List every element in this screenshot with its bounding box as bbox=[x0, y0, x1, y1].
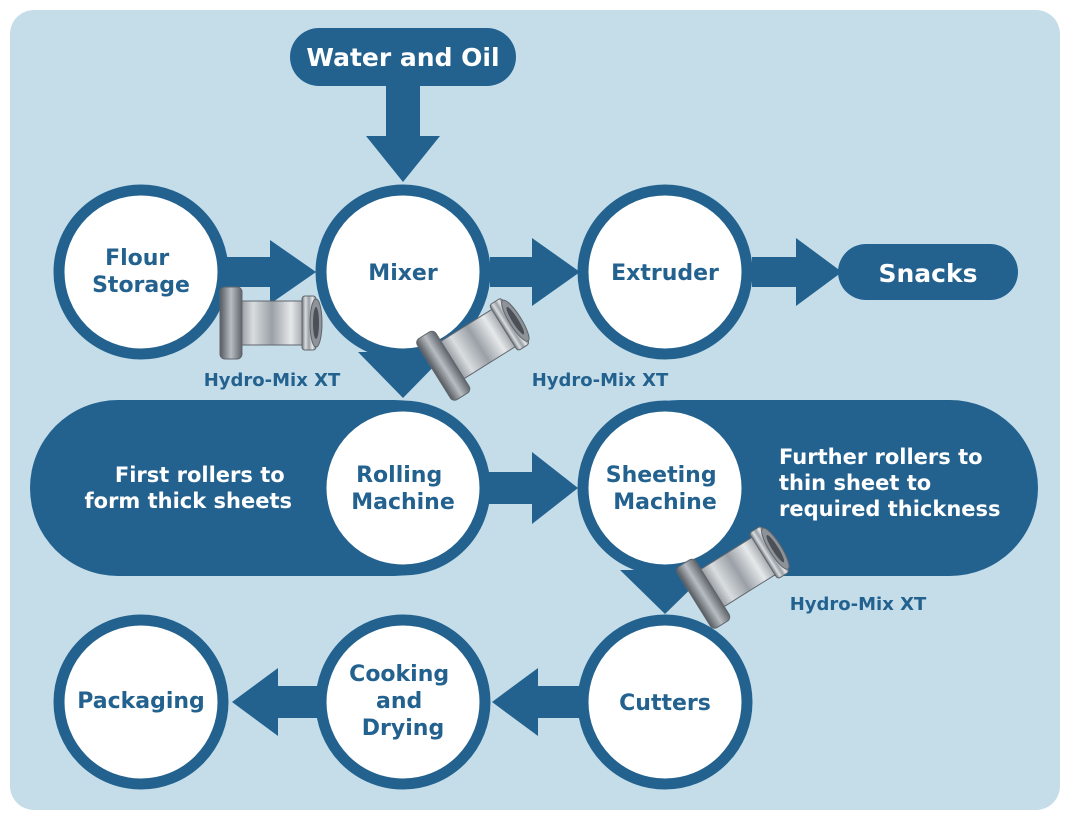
arrow-cooking-to-packaging bbox=[232, 668, 318, 736]
snacks-label: Snacks bbox=[879, 259, 978, 288]
extruder-label: Extruder bbox=[611, 261, 719, 286]
background-panel bbox=[10, 10, 1060, 810]
water-and-oil-label: Water and Oil bbox=[306, 43, 499, 72]
rolling-note: First rollers to form thick sheets bbox=[85, 463, 293, 513]
cutters-node bbox=[577, 614, 753, 790]
flour-storage-node bbox=[53, 184, 229, 360]
arrow-cutters-to-cooking bbox=[492, 668, 582, 736]
arrow-rolling-to-sheeting bbox=[484, 452, 578, 524]
arrow-mixer-to-rolling bbox=[358, 352, 448, 398]
flour-storage-label: Flour Storage bbox=[92, 246, 190, 298]
sheeting-machine-node bbox=[577, 400, 753, 576]
cooking-and-drying-node bbox=[315, 614, 491, 790]
arrow-water-to-mixer bbox=[366, 84, 440, 182]
arrow-flour-to-mixer bbox=[225, 240, 316, 304]
fitting-1-label: Hydro-Mix XT bbox=[204, 370, 341, 391]
rolling-machine-label: Rolling Machine bbox=[351, 463, 455, 515]
rolling-machine-node bbox=[315, 400, 491, 576]
mixer-node bbox=[315, 184, 491, 360]
snacks-pill bbox=[838, 244, 1018, 300]
sheeting-machine-label: Sheeting Machine bbox=[606, 463, 725, 515]
extruder-node bbox=[577, 184, 753, 360]
mixer-label: Mixer bbox=[368, 261, 438, 286]
packaging-label: Packaging bbox=[77, 689, 205, 714]
sheeting-note: Further rollers to thin sheet to require… bbox=[779, 445, 1001, 521]
arrow-extruder-to-snacks bbox=[752, 238, 842, 306]
fitting-3-label: Hydro-Mix XT bbox=[790, 594, 927, 615]
water-and-oil-pill bbox=[290, 28, 516, 86]
cutters-label: Cutters bbox=[619, 691, 711, 716]
arrow-mixer-to-extruder bbox=[490, 238, 580, 306]
cooking-and-drying-label: Cooking and Drying bbox=[349, 662, 457, 741]
fitting-2-label: Hydro-Mix XT bbox=[532, 370, 669, 391]
packaging-node bbox=[53, 614, 229, 790]
